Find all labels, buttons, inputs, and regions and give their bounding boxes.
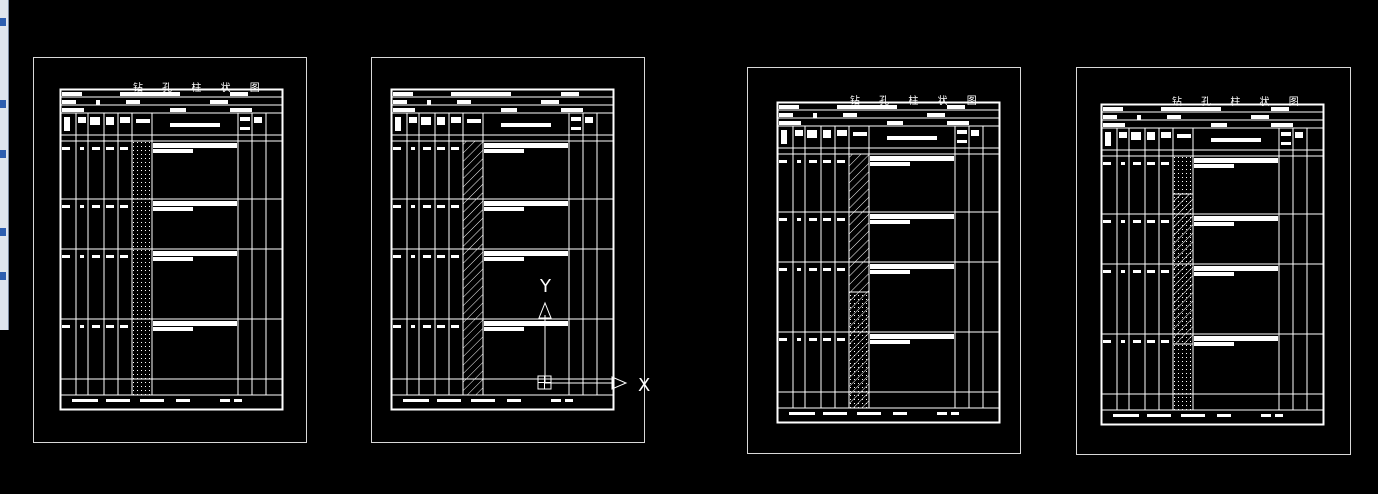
drawing-sheet-3[interactable]: [747, 67, 1021, 454]
toolbar-icon[interactable]: [0, 18, 6, 26]
toolbar-icon[interactable]: [0, 272, 6, 280]
ucs-axis-icon: Y X: [537, 276, 650, 396]
drawing-sheet-2[interactable]: [371, 57, 645, 443]
sheet-title: 钻 孔 柱 状 图: [1172, 97, 1307, 108]
borehole-log-table: [1100, 103, 1325, 426]
toolbar-icon[interactable]: [0, 228, 6, 236]
borehole-log-table: [390, 88, 615, 411]
borehole-log-table: [776, 101, 1001, 424]
ucs-y-label: Y: [539, 276, 552, 297]
drawing-sheet-1[interactable]: [33, 57, 307, 443]
toolbar-icon[interactable]: [0, 100, 6, 108]
left-toolbar-strip: [0, 0, 9, 330]
toolbar-icon[interactable]: [0, 150, 6, 158]
ucs-x-label: X: [638, 375, 650, 396]
drawing-sheet-4[interactable]: [1076, 67, 1351, 455]
borehole-log-table: [59, 88, 284, 411]
